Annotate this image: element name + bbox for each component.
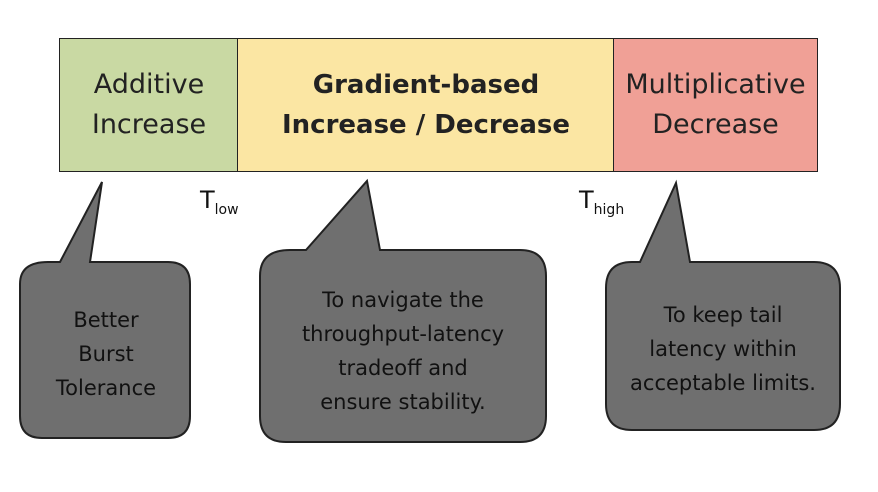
threshold-high-label: Thigh xyxy=(579,186,625,218)
strategy-bar: Additive Increase Gradient-based Increas… xyxy=(59,38,819,174)
segment-gradient-based: Gradient-based Increase / Decrease xyxy=(237,38,615,172)
callout-text: Better Burst Tolerance xyxy=(55,308,157,400)
segment-label: Gradient-based Increase / Decrease xyxy=(281,70,571,140)
callout-text: To keep tail latency within acceptable l… xyxy=(630,303,816,395)
callout-bubble-burst-tolerance xyxy=(19,181,191,439)
callout-text: To navigate the throughput-latency trade… xyxy=(301,288,505,414)
segment-label: Additive Increase xyxy=(91,69,207,140)
callout-bubble-navigate-tradeoff xyxy=(259,178,547,443)
segment-multiplicative-decrease: Multiplicative Decrease xyxy=(613,38,818,172)
callout-bubble-tail-latency xyxy=(605,179,841,431)
segment-label: Multiplicative Decrease xyxy=(625,69,806,140)
segment-additive-increase: Additive Increase xyxy=(59,38,239,172)
threshold-low-label: Tlow xyxy=(200,186,239,218)
